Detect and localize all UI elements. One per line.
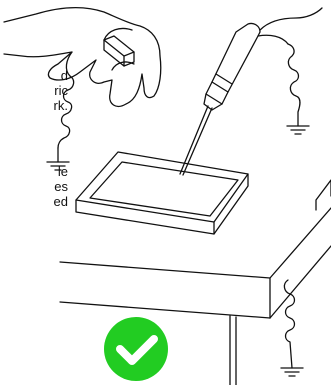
esd-mat-icon <box>76 152 248 234</box>
ground-symbol-left <box>47 162 69 170</box>
checkmark-circle-icon <box>104 317 168 381</box>
soldering-probe-icon <box>180 8 322 175</box>
bench-ground-lead <box>284 280 294 368</box>
component-chip-icon <box>104 36 134 66</box>
gloved-hand-icon <box>4 8 161 107</box>
ground-symbol-bench <box>281 368 303 376</box>
hand-ground-lead <box>58 52 74 162</box>
status-circle <box>104 317 168 381</box>
ground-symbol-probe <box>287 126 309 134</box>
